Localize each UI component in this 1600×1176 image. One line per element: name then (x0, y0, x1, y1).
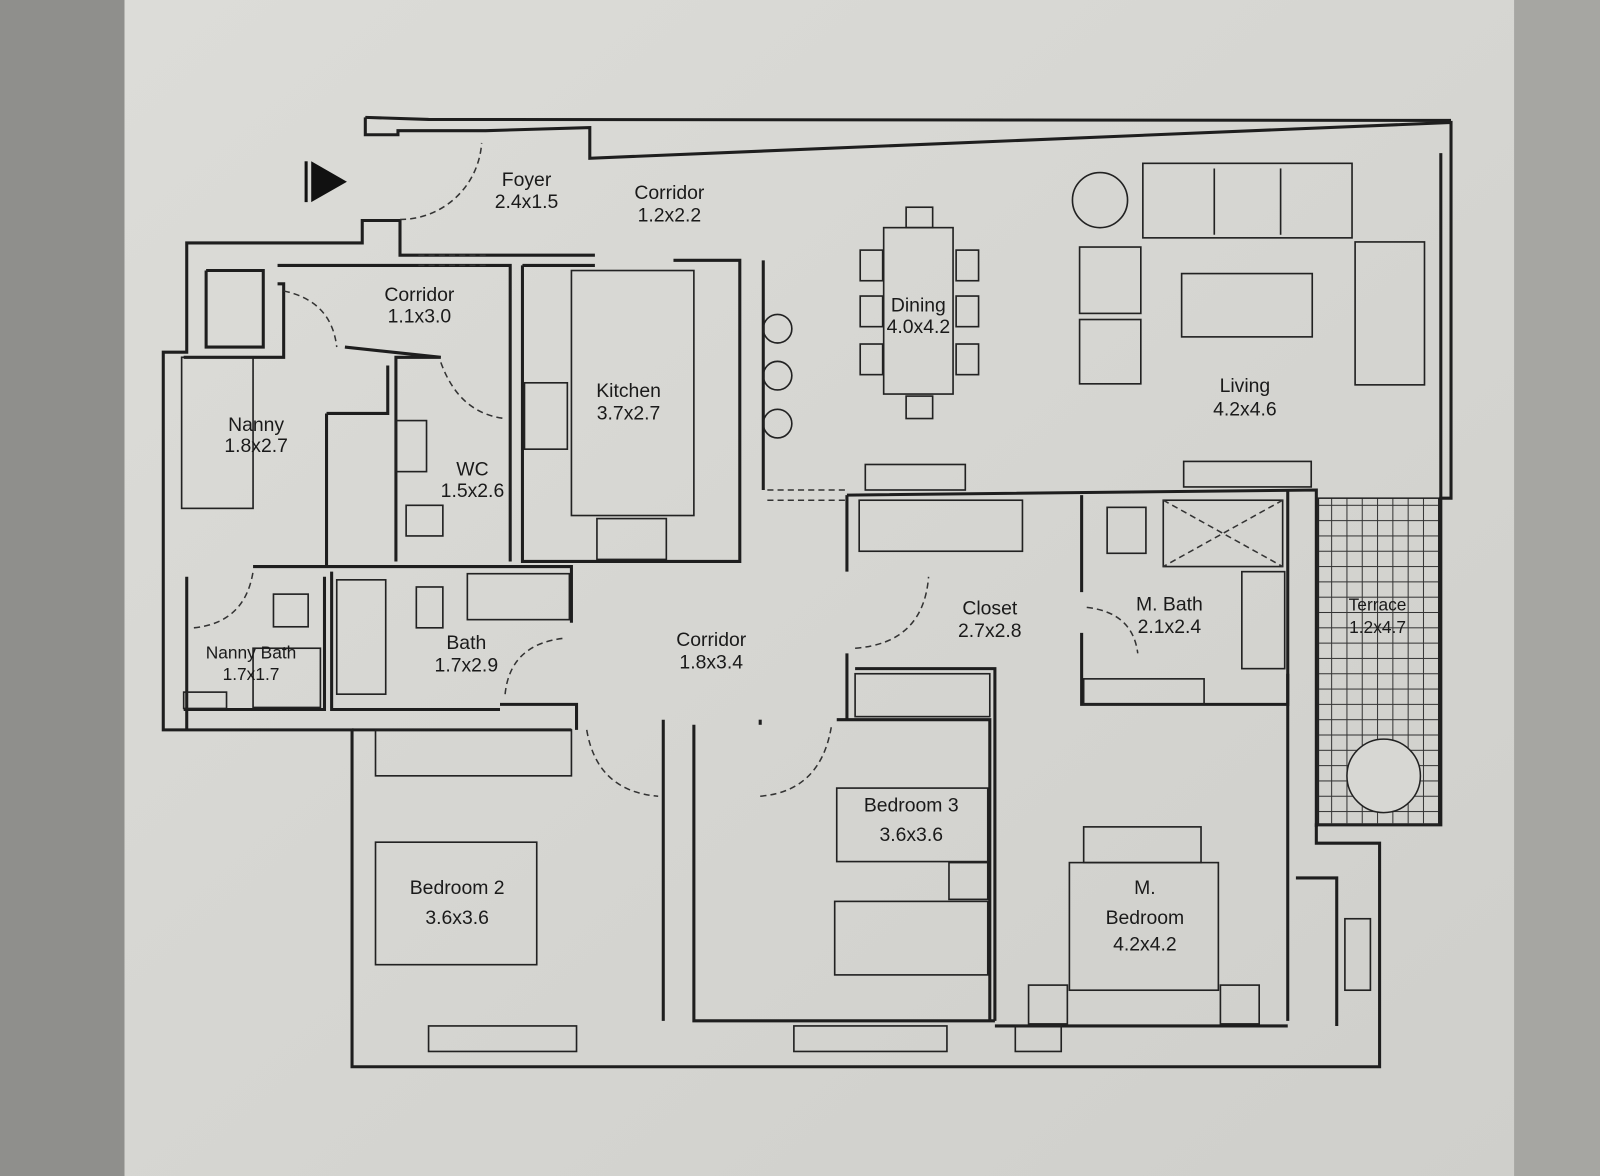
room-bedroom2-size: 3.6x3.6 (425, 907, 489, 929)
room-kitchen-size: 3.7x2.7 (597, 403, 661, 425)
room-foyer-name: Foyer (502, 169, 552, 191)
room-dining-size: 4.0x4.2 (887, 316, 951, 338)
room-kitchen-name: Kitchen (596, 380, 661, 402)
paper-sheet (124, 0, 1515, 1176)
room-bedroom3-size: 3.6x3.6 (879, 824, 943, 846)
exterior-walls (161, 115, 1453, 1069)
room-nanny-bath-name: Nanny Bath (206, 642, 297, 662)
room-corridor-c-name: Corridor (676, 629, 747, 651)
room-corridor-b-name: Corridor (384, 284, 455, 306)
room-bedroom2-name: Bedroom 2 (410, 877, 505, 899)
room-corridor-a-name: Corridor (634, 182, 705, 204)
room-terrace-name: Terrace (1349, 594, 1407, 614)
room-terrace-size: 1.2x4.7 (1349, 617, 1406, 637)
room-dining-name: Dining (891, 294, 946, 316)
furniture (180, 162, 1440, 1053)
room-bedroom3-name: Bedroom 3 (864, 795, 959, 817)
room-mbath-name: M. Bath (1136, 593, 1203, 615)
room-foyer-size: 2.4x1.5 (495, 191, 559, 213)
room-wc-name: WC (456, 459, 488, 481)
room-mbedroom-size: 4.2x4.2 (1113, 933, 1177, 955)
room-living-size: 4.2x4.6 (1213, 398, 1277, 420)
room-corridor-a-size: 1.2x2.2 (638, 205, 702, 227)
room-nanny-size: 1.8x2.7 (224, 435, 288, 457)
room-closet-size: 2.7x2.8 (958, 620, 1022, 642)
room-mbath-size: 2.1x2.4 (1138, 616, 1202, 638)
room-wc-size: 1.5x2.6 (441, 480, 505, 502)
room-mbedroom-name: M. (1134, 877, 1156, 899)
room-bath-name: Bath (446, 632, 486, 654)
room-bath-size: 1.7x2.9 (435, 655, 499, 677)
room-living-name: Living (1220, 375, 1271, 397)
room-nanny-bath-size: 1.7x1.7 (223, 664, 280, 684)
entrance-arrow-icon (304, 161, 347, 203)
room-labels: Foyer 2.4x1.5 Corridor 1.2x2.2 Corridor … (206, 169, 1407, 956)
room-corridor-b-size: 1.1x3.0 (388, 306, 452, 328)
page-edge (1514, 0, 1600, 1176)
room-nanny-name: Nanny (228, 414, 284, 436)
room-closet-name: Closet (962, 598, 1018, 620)
door-swings (193, 142, 1139, 798)
room-mbedroom-name2: Bedroom (1106, 907, 1185, 929)
room-corridor-c-size: 1.8x3.4 (679, 652, 743, 674)
